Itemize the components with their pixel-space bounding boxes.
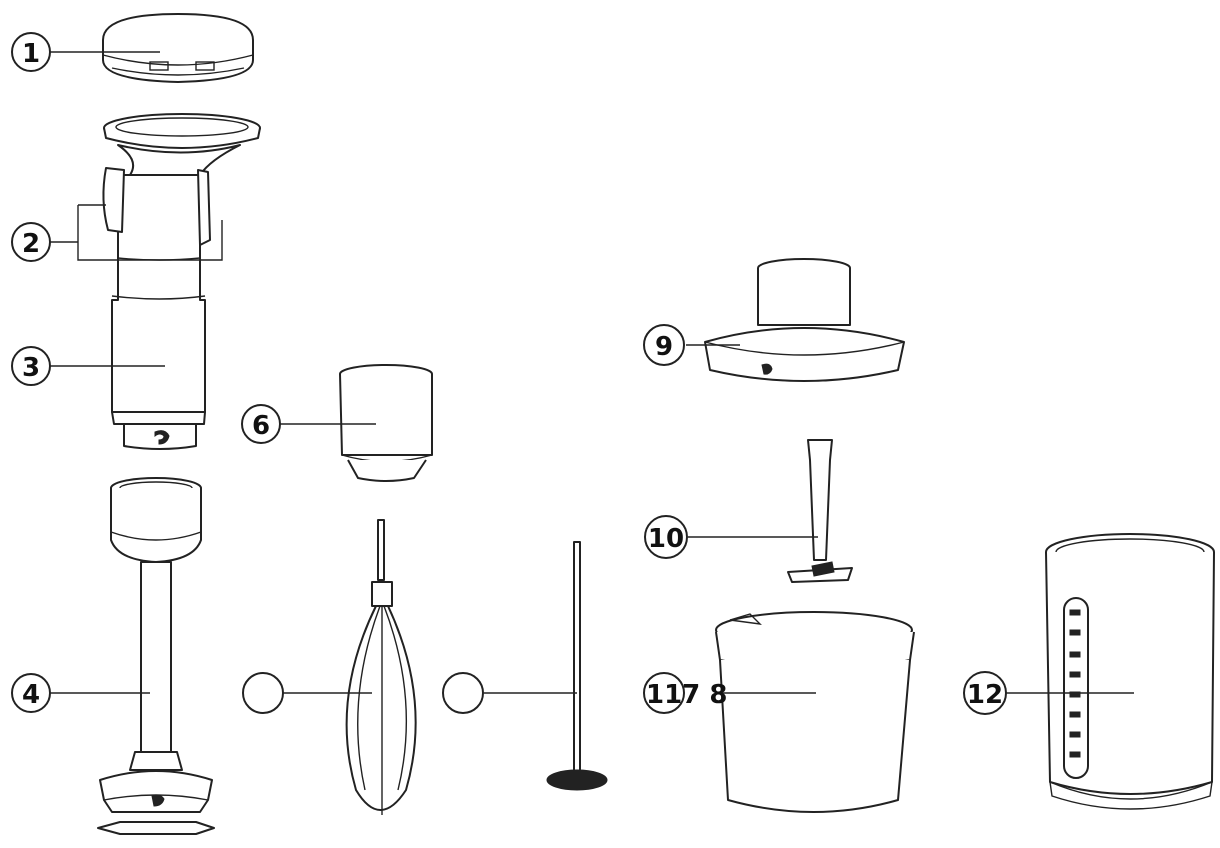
callout-8: 117 8 (643, 672, 727, 714)
callout-label-6: 6 (252, 411, 270, 441)
callout-label-9: 9 (655, 332, 673, 362)
callout-9: 9 (643, 324, 685, 366)
callout-label-3: 3 (22, 353, 40, 383)
callout-7 (442, 672, 484, 714)
part-9-chopper-lid (704, 258, 905, 382)
part-6-adapter (339, 364, 433, 482)
callout-label-8: 117 8 (646, 680, 727, 710)
callout-5 (242, 672, 284, 714)
callout-label-10: 10 (648, 524, 684, 554)
part-5-whisk (345, 519, 417, 815)
leader-lines (50, 51, 1134, 694)
part-8-chopper-bowl (715, 611, 915, 813)
part-1-top-cap (102, 13, 254, 83)
callout-12: 12 (963, 671, 1007, 715)
part-7-frother (546, 541, 608, 791)
callout-label-2: 2 (22, 229, 40, 259)
part-10-chopper-blade (787, 439, 853, 583)
part-12-beaker (1045, 533, 1215, 810)
callout-6: 6 (241, 404, 281, 444)
part-4-blender-shaft (97, 477, 215, 835)
callout-10: 10 (644, 515, 688, 559)
callout-label-4: 4 (22, 680, 40, 710)
callout-2: 2 (11, 222, 51, 262)
callout-1: 1 (11, 32, 51, 72)
bracket-2 (77, 205, 223, 261)
part-3-motor-body (102, 113, 261, 450)
callout-4: 4 (11, 673, 51, 713)
callout-label-1: 1 (22, 39, 40, 69)
callout-3: 3 (11, 346, 51, 386)
callout-label-12: 12 (967, 680, 1003, 710)
